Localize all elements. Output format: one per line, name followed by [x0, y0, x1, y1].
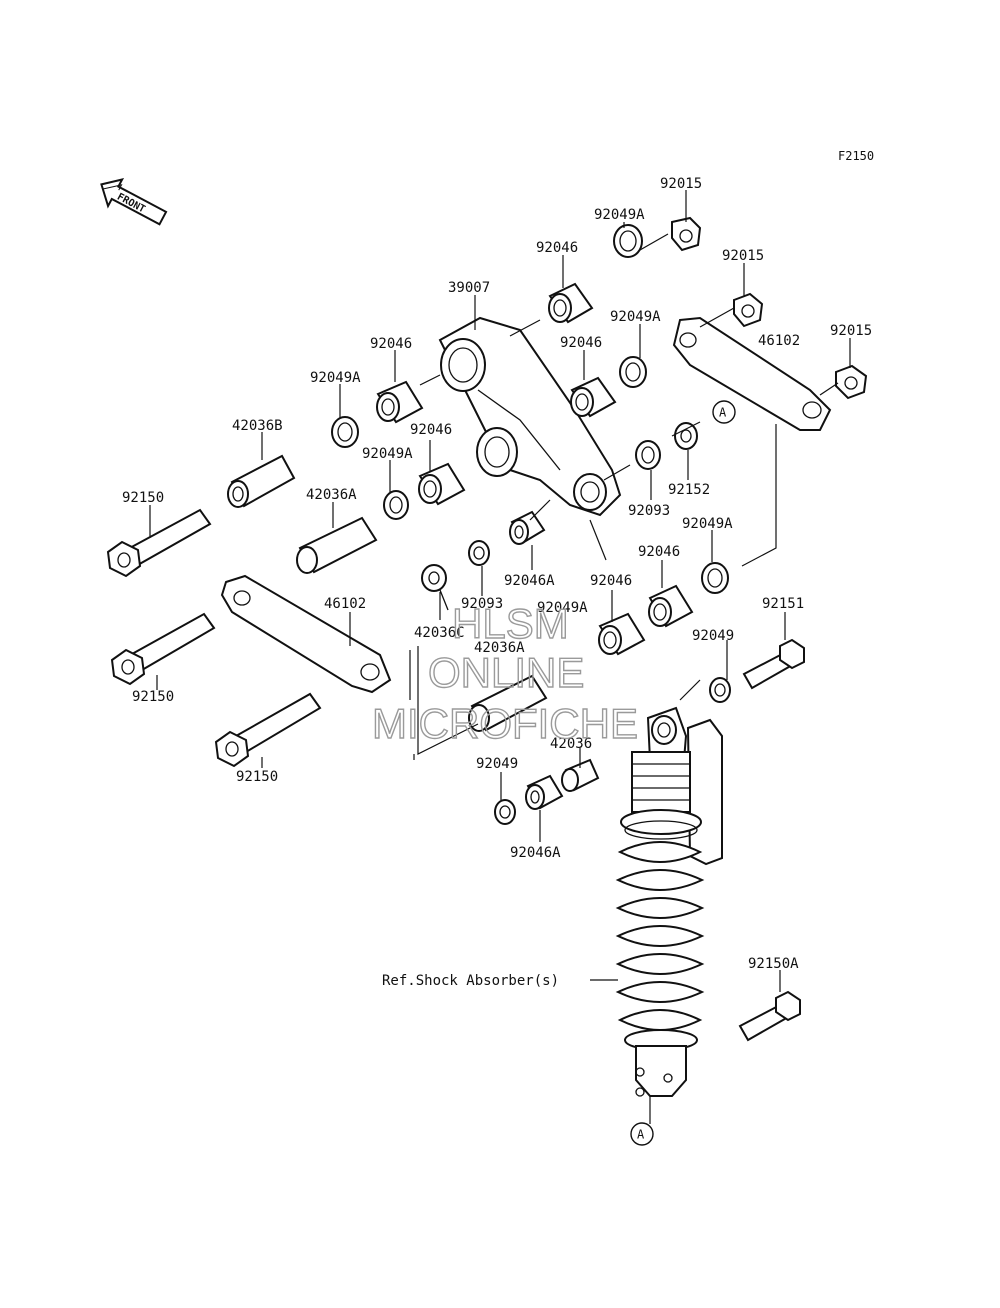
label-92046A-b: 92046A — [510, 845, 561, 861]
shock-absorber — [615, 706, 723, 1097]
part-labels: 92015 92049A 92046 92015 39007 92049A 92… — [122, 176, 872, 989]
label-92093-b: 92093 — [461, 596, 503, 612]
label-92046-a: 92046 — [536, 240, 578, 256]
figure-code: F2150 — [838, 149, 874, 163]
label-92049A-b: 92049A — [610, 309, 661, 325]
bolt-92151 — [742, 638, 805, 690]
label-92151: 92151 — [762, 596, 804, 612]
bearing-92046-e — [648, 584, 694, 628]
label-92150A: 92150A — [748, 956, 799, 972]
label-92150-c: 92150 — [236, 769, 278, 785]
label-92046-d: 92046 — [410, 422, 452, 438]
nut-92015-b — [733, 292, 764, 328]
washer-92152 — [674, 422, 698, 450]
washer-92093-b — [468, 540, 490, 566]
label-92093-a: 92093 — [628, 503, 670, 519]
label-46102-a: 46102 — [758, 333, 800, 349]
leader-lines — [149, 190, 851, 1124]
label-42036C: 42036C — [414, 625, 465, 641]
nut-92015-a — [671, 216, 702, 252]
ref-shock-label: Ref.Shock Absorber(s) — [382, 973, 559, 989]
svg-text:A: A — [719, 406, 727, 420]
collar-92049A-d — [383, 490, 409, 520]
spring-coils — [615, 841, 705, 1031]
watermark-line-3: MICROFICHE — [372, 700, 638, 747]
rocker-arm-39007 — [438, 316, 622, 517]
label-92046-e: 92046 — [638, 544, 680, 560]
label-92049-b: 92049 — [476, 756, 518, 772]
bearing-92046-b — [570, 376, 617, 418]
collar-92093-a — [635, 440, 661, 470]
label-92046-f: 92046 — [590, 573, 632, 589]
bearing-92046A-a — [509, 510, 546, 545]
label-42036A-b: 42036A — [474, 640, 525, 656]
marker-a-upper: A — [712, 400, 736, 424]
label-92049A-c: 92049A — [310, 370, 361, 386]
label-46102-b: 46102 — [324, 596, 366, 612]
collar-92049A-c — [331, 416, 359, 448]
label-92150-b: 92150 — [132, 689, 174, 705]
label-92015-a: 92015 — [660, 176, 702, 192]
bolt-92150A — [738, 990, 801, 1042]
svg-text:A: A — [637, 1128, 645, 1142]
marker-a-lower: A — [630, 1122, 654, 1146]
collar-92049A-a — [613, 224, 643, 258]
bolt-92150-b — [110, 612, 216, 686]
nut-92015-c — [835, 364, 868, 400]
watermark: HLSM ONLINE MICROFICHE — [371, 599, 638, 747]
label-92015-c: 92015 — [830, 323, 872, 339]
bearing-92046-f — [598, 612, 646, 656]
label-92150-a: 92150 — [122, 490, 164, 506]
label-92046A-a: 92046A — [504, 573, 555, 589]
label-39007: 39007 — [448, 280, 490, 296]
bearing-92046-a — [548, 282, 594, 324]
bearing-92046-c — [376, 380, 424, 424]
label-92049A-d: 92049A — [362, 446, 413, 462]
label-92046-b: 92046 — [370, 336, 412, 352]
collar-42036 — [561, 758, 600, 792]
washer-92049-a — [709, 677, 731, 703]
collar-92049A-e — [701, 562, 729, 594]
bearing-92046A-b — [525, 774, 564, 810]
label-92015-b: 92015 — [722, 248, 764, 264]
label-42036A-a: 42036A — [306, 487, 357, 503]
label-92046-c: 92046 — [560, 335, 602, 351]
label-92049A-e: 92049A — [682, 516, 733, 532]
washer-92049-b — [494, 799, 516, 825]
bolt-92150-c — [214, 692, 322, 768]
link-46102-lower — [220, 574, 392, 694]
watermark-line-2: ONLINE — [428, 649, 584, 696]
label-92049-a: 92049 — [692, 628, 734, 644]
collar-42036C — [421, 564, 449, 611]
collar-92049A-b — [619, 356, 647, 388]
bolt-92150-a — [106, 508, 212, 578]
label-42036: 42036 — [550, 736, 592, 752]
label-92049A-a: 92049A — [594, 207, 645, 223]
link-46102-upper — [672, 316, 832, 431]
sleeve-42036A-b — [468, 674, 548, 732]
sleeve-42036A-a — [296, 516, 378, 574]
bearing-92046-d — [418, 462, 466, 506]
label-42036B: 42036B — [232, 418, 283, 434]
watermark-line-1: HLSM — [452, 600, 569, 647]
label-92152: 92152 — [668, 482, 710, 498]
label-92049A-f: 92049A — [537, 600, 588, 616]
front-arrow-icon: FRONT — [100, 178, 168, 226]
sleeve-42036B — [227, 454, 296, 508]
